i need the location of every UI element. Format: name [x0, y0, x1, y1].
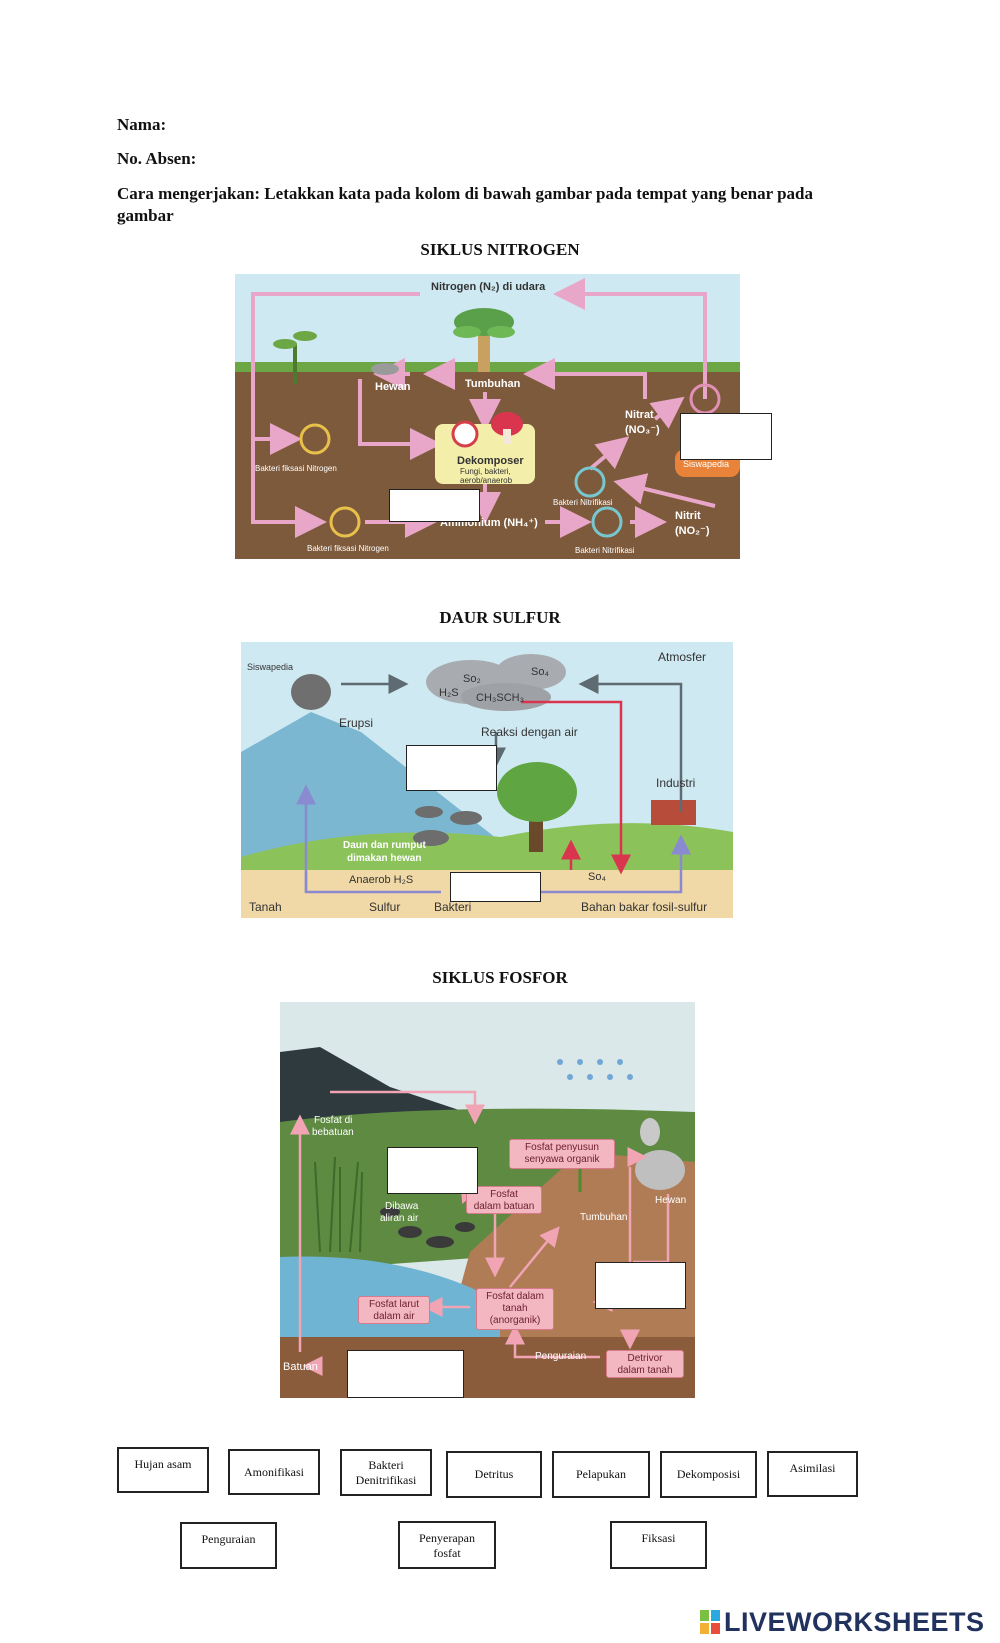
label-so2: So₂ [463, 673, 481, 685]
drop-zone-fosfor-batuan[interactable] [347, 1350, 464, 1398]
label-reaksi-air: Reaksi dengan air [481, 725, 578, 739]
label-h2s: H₂S [439, 687, 459, 699]
name-label: Nama: [117, 115, 167, 134]
label-penyusun-2: senyawa organik [524, 1154, 600, 1165]
label-fosfat-bebatuan-2: bebatuan [312, 1127, 354, 1138]
label-bakteri-fiksasi-1: Bakteri fiksasi Nitrogen [255, 464, 337, 473]
label-tanah-3: (anorganik) [489, 1315, 541, 1326]
label-tanah-1: Fosfat dalam [486, 1291, 544, 1302]
word-chip-penyerapan-fosfat[interactable]: Penyerapan fosfat [398, 1521, 496, 1569]
logo-text: LIVEWORKSHEETS [724, 1607, 985, 1637]
label-erupsi: Erupsi [339, 716, 374, 730]
label-hewan: Hewan [375, 381, 411, 393]
word-chip-pelapukan[interactable]: Pelapukan [552, 1451, 650, 1498]
label-tanah: Tanah [249, 900, 282, 914]
label-bakteri-nitrifikasi-2: Bakteri Nitrifikasi [575, 546, 635, 555]
label-dalam-batuan-1: Fosfat [490, 1189, 518, 1200]
label-n2-air: Nitrogen (N₂) di udara [431, 281, 546, 293]
box-fosfat-larut: Fosfat larut dalam air [358, 1296, 430, 1324]
label-dalam-batuan-2: dalam batuan [473, 1201, 535, 1212]
label-tumbuhan: Tumbuhan [465, 378, 521, 390]
label-detrivor-2: dalam tanah [617, 1365, 673, 1376]
label-nitrat-formula: (NO₃⁻) [625, 424, 660, 436]
nitrogen-illustration [235, 274, 740, 559]
label-penyusun-1: Fosfat penyusun [525, 1142, 599, 1153]
label-dekomposer-sub1: Fungi, bakteri, [460, 467, 511, 476]
label-batuan: Batuan [283, 1361, 318, 1373]
label-dibawa-2: aliran air [380, 1213, 419, 1224]
label-larut-2: dalam air [373, 1311, 415, 1322]
drop-zone-fosfor-rock[interactable] [387, 1147, 478, 1194]
label-atmosfer: Atmosfer [658, 650, 707, 664]
label-fosfat-bebatuan-1: Fosfat di [314, 1115, 353, 1126]
box-fosfat-dalam-batuan: Fosfat dalam batuan [466, 1186, 542, 1214]
label-tanah-2: tanah [502, 1303, 528, 1314]
drop-zone-nitrogen-nitrat[interactable] [680, 413, 772, 460]
label-anaerob: Anaerob H₂S [349, 874, 414, 886]
liveworksheets-logo: LIVEWORKSHEETS [700, 1607, 985, 1638]
drop-zone-fosfor-plant[interactable] [595, 1262, 686, 1309]
drop-zone-sulfur-rain[interactable] [406, 745, 497, 791]
siswapedia-logo-sulfur: Siswapedia [247, 662, 294, 672]
drop-zone-nitrogen-dekomposer[interactable] [389, 489, 480, 522]
fosfor-title: SIKLUS FOSFOR [432, 968, 568, 987]
label-detrivor-1: Detrivor [627, 1353, 663, 1364]
word-chip-hujan-asam[interactable]: Hujan asam [117, 1447, 209, 1493]
instructions: Cara mengerjakan: Letakkan kata pada kol… [117, 184, 813, 225]
label-nitrit-formula: (NO₂⁻) [675, 525, 710, 537]
word-chip-asimilasi[interactable]: Asimilasi [767, 1451, 858, 1497]
word-chip-penguraian[interactable]: Penguraian [180, 1522, 277, 1569]
label-hewan-fosfor: Hewan [655, 1195, 687, 1206]
box-fosfat-penyusun: Fosfat penyusun senyawa organik [509, 1139, 615, 1169]
label-daun-2: dimakan hewan [347, 853, 422, 864]
box-fosfat-tanah: Fosfat dalam tanah (anorganik) [476, 1288, 554, 1330]
label-nitrat: Nitrat [625, 409, 654, 421]
word-chip-amonifikasi[interactable]: Amonifikasi [228, 1449, 320, 1495]
sulfur-title: DAUR SULFUR [439, 608, 561, 627]
drop-zone-sulfur-ground[interactable] [450, 872, 541, 902]
liveworksheets-mark-icon [700, 1610, 720, 1634]
label-bakteri-fiksasi-2: Bakteri fiksasi Nitrogen [307, 544, 389, 553]
label-daun-1: Daun dan rumput [343, 840, 426, 851]
label-larut-1: Fosfat larut [368, 1299, 420, 1310]
word-chip-bakteri-denitrifikasi[interactable]: Bakteri Denitrifikasi [340, 1449, 432, 1496]
word-chip-fiksasi[interactable]: Fiksasi [610, 1521, 707, 1569]
label-bahan-bakar: Bahan bakar fosil-sulfur [581, 900, 708, 914]
nitrogen-diagram: Nitrogen (N₂) di udara Hewan Tumbuhan De… [235, 274, 740, 559]
box-detrivor: Detrivor dalam tanah [606, 1350, 684, 1378]
label-sulfur: Sulfur [369, 900, 401, 914]
label-dibawa-1: Dibawa [385, 1201, 419, 1212]
label-so4-ground: So₄ [588, 871, 606, 883]
absen-label: No. Absen: [117, 149, 197, 168]
label-dekomposer-sub2: aerob/anaerob [460, 476, 513, 485]
label-tumbuhan-fosfor: Tumbuhan [580, 1212, 628, 1223]
nitrogen-title: SIKLUS NITROGEN [420, 240, 580, 259]
label-bakteri: Bakteri [434, 900, 472, 914]
label-dekomposer: Dekomposer [457, 455, 524, 467]
label-penguraian: Penguraian [535, 1351, 587, 1362]
label-nitrit: Nitrit [675, 510, 701, 522]
label-so4-cloud: So₄ [531, 666, 549, 678]
label-ch3sch3: CH₃SCH₃ [476, 692, 525, 704]
label-industri: Industri [656, 776, 696, 790]
word-chip-dekomposisi[interactable]: Dekomposisi [660, 1451, 757, 1498]
word-chip-detritus[interactable]: Detritus [446, 1451, 542, 1498]
label-bakteri-nitrifikasi-1: Bakteri Nitrifikasi [553, 498, 613, 507]
siswapedia-logo: Siswapedia [683, 459, 730, 469]
fosfor-diagram: Fosfat di bebatuan Fosfat penyusun senya… [280, 1002, 695, 1398]
